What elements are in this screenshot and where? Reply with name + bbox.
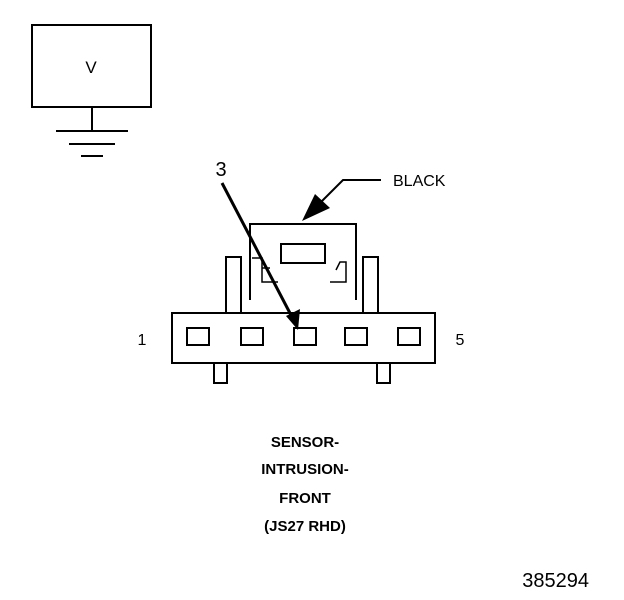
left-foot	[213, 362, 228, 384]
pin-label-last: 5	[456, 332, 465, 349]
pin-cavities	[186, 327, 421, 346]
caption-line-3: FRONT	[279, 490, 331, 507]
figure-number: 385294	[522, 570, 589, 592]
color-callout: BLACK	[302, 173, 446, 221]
pin-label-first: 1	[138, 332, 147, 349]
pin-cavity-1	[186, 327, 210, 346]
color-label: BLACK	[393, 173, 446, 190]
left-guide-post	[225, 256, 242, 314]
right-guide-post	[362, 256, 379, 314]
pin-callout-arrow	[220, 182, 294, 318]
voltmeter-label: V	[85, 58, 97, 77]
caption-line-4: (JS27 RHD)	[264, 518, 346, 535]
pin-callout: 3	[215, 159, 300, 330]
pin-cavity-2	[240, 327, 264, 346]
caption-line-2: INTRUSION-	[261, 461, 349, 478]
pin-cavity-3	[293, 327, 317, 346]
connector-body	[171, 223, 436, 384]
voltmeter-box	[31, 24, 152, 108]
component-caption: SENSOR- INTRUSION- FRONT (JS27 RHD)	[261, 434, 349, 535]
pin-callout-arrowhead	[286, 309, 300, 330]
voltmeter: V	[31, 24, 152, 157]
pin-cavity-4	[344, 327, 368, 346]
right-foot	[376, 362, 391, 384]
caption-line-1: SENSOR-	[271, 434, 339, 451]
pin-callout-number: 3	[215, 159, 226, 181]
pin-cavity-5	[397, 327, 421, 346]
connector-latch	[249, 223, 357, 300]
ground-icon	[56, 130, 128, 157]
color-arrowhead	[302, 194, 330, 221]
latch-tab	[280, 243, 326, 264]
color-leader-line	[319, 179, 381, 204]
